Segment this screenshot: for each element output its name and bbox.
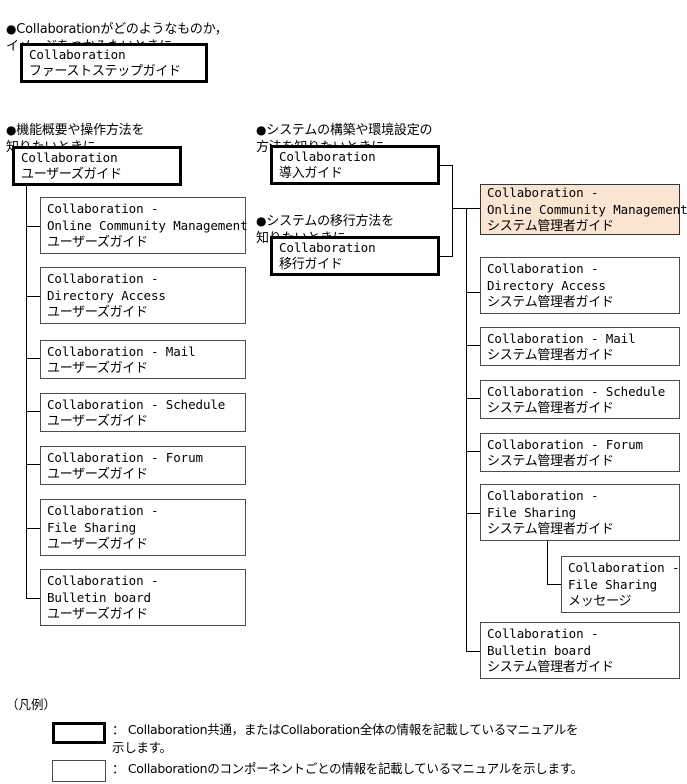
legend-swatch-bold bbox=[52, 722, 106, 744]
connector-right-branch-4 bbox=[466, 398, 480, 399]
box-line-3: システム管理者ガイド bbox=[487, 660, 614, 675]
connector-left-branch-4 bbox=[26, 411, 40, 412]
connector-file-sharing-sub-vertical bbox=[547, 541, 548, 585]
box-line-1: Collaboration bbox=[279, 240, 376, 255]
box-line-1: Collaboration - bbox=[47, 271, 159, 286]
box-line-2: Bulletin board bbox=[487, 643, 591, 658]
box-file-sharing-message[interactable]: Collaboration - File Sharing メッセージ bbox=[561, 556, 680, 613]
connector-migration-out bbox=[440, 256, 453, 257]
box-intro-guide[interactable]: Collaboration 導入ガイド bbox=[270, 145, 440, 185]
connector-merge-to-trunk bbox=[452, 208, 466, 209]
box-admin-directory-access[interactable]: Collaboration - Directory Access システム管理者… bbox=[480, 257, 680, 314]
legend-swatch-thin bbox=[52, 760, 106, 782]
box-line-1: Collaboration - bbox=[487, 626, 599, 641]
box-first-step-guide[interactable]: Collaboration ファーストステップガイド bbox=[20, 43, 208, 83]
box-line-1: Collaboration - bbox=[47, 201, 159, 216]
box-user-directory-access[interactable]: Collaboration - Directory Access ユーザーズガイ… bbox=[40, 267, 246, 324]
box-line-3: ユーザーズガイド bbox=[47, 537, 148, 552]
box-admin-schedule[interactable]: Collaboration - Schedule システム管理者ガイド bbox=[480, 380, 680, 419]
connector-file-sharing-sub-horizontal bbox=[547, 584, 561, 585]
bullet-icon: ● bbox=[6, 22, 17, 36]
box-line-2: File Sharing bbox=[487, 505, 577, 520]
box-line-1: Collaboration - Schedule bbox=[487, 383, 666, 399]
box-line-3: ユーザーズガイド bbox=[47, 235, 148, 250]
box-line-2: Online Community Management bbox=[487, 202, 687, 217]
box-line-2: Bulletin board bbox=[47, 590, 151, 605]
connector-left-branch-2 bbox=[26, 296, 40, 297]
legend-entry-thin-text: ： Collaborationのコンポーネントごとの情報を記載しているマニュアル… bbox=[112, 761, 583, 776]
box-line-1: Collaboration - Forum bbox=[487, 436, 643, 452]
box-line-2: 導入ガイド bbox=[279, 166, 343, 181]
connector-intro-out bbox=[440, 165, 453, 166]
box-line-1: Collaboration - Mail bbox=[47, 343, 196, 359]
box-line-3: ユーザーズガイド bbox=[47, 607, 148, 622]
box-migration-guide[interactable]: Collaboration 移行ガイド bbox=[270, 236, 440, 276]
box-line-1: Collaboration - bbox=[487, 488, 599, 503]
box-line-2: ユーザーズガイド bbox=[47, 466, 148, 482]
box-line-2: ユーザーズガイド bbox=[47, 360, 148, 376]
connector-right-branch-1 bbox=[466, 208, 480, 209]
box-user-forum[interactable]: Collaboration - Forum ユーザーズガイド bbox=[40, 446, 246, 485]
box-line-2: Directory Access bbox=[487, 278, 606, 293]
box-line-1: Collaboration - bbox=[47, 573, 159, 588]
box-admin-file-sharing[interactable]: Collaboration - File Sharing システム管理者ガイド bbox=[480, 484, 680, 541]
connector-merge-vertical bbox=[452, 165, 453, 257]
connector-right-branch-2 bbox=[466, 292, 480, 293]
box-line-3: システム管理者ガイド bbox=[487, 219, 614, 234]
box-line-2: システム管理者ガイド bbox=[487, 453, 614, 469]
box-line-2: Online Community Management bbox=[47, 218, 248, 233]
box-users-guide[interactable]: Collaboration ユーザーズガイド bbox=[12, 146, 182, 186]
bullet-icon: ● bbox=[6, 123, 17, 137]
box-line-3: システム管理者ガイド bbox=[487, 522, 614, 537]
box-user-bulletin-board[interactable]: Collaboration - Bulletin board ユーザーズガイド bbox=[40, 569, 246, 626]
box-user-online-community-management[interactable]: Collaboration - Online Community Managem… bbox=[40, 197, 248, 254]
box-line-1: Collaboration - bbox=[487, 185, 599, 200]
box-line-1: Collaboration - Mail bbox=[487, 330, 636, 346]
box-line-1: Collaboration - bbox=[487, 261, 599, 276]
box-line-2: ファーストステップガイド bbox=[29, 64, 181, 79]
connector-right-trunk bbox=[466, 208, 467, 651]
box-line-2: File Sharing bbox=[568, 577, 658, 592]
box-user-mail[interactable]: Collaboration - Mail ユーザーズガイド bbox=[40, 340, 246, 379]
box-line-1: Collaboration bbox=[279, 149, 376, 164]
box-line-3: システム管理者ガイド bbox=[487, 295, 614, 310]
bullet-icon: ● bbox=[256, 123, 267, 137]
connector-right-branch-6 bbox=[466, 513, 480, 514]
box-admin-forum[interactable]: Collaboration - Forum システム管理者ガイド bbox=[480, 433, 680, 472]
connector-left-branch-6 bbox=[26, 528, 40, 529]
box-user-schedule[interactable]: Collaboration - Schedule ユーザーズガイド bbox=[40, 393, 246, 432]
box-line-1: Collaboration - Forum bbox=[47, 449, 203, 465]
box-user-file-sharing[interactable]: Collaboration - File Sharing ユーザーズガイド bbox=[40, 499, 246, 556]
connector-right-branch-7 bbox=[466, 651, 480, 652]
connector-right-branch-3 bbox=[466, 345, 480, 346]
box-line-1: Collaboration - bbox=[47, 503, 159, 518]
box-line-2: ユーザーズガイド bbox=[47, 413, 148, 429]
box-line-1: Collaboration - bbox=[568, 560, 680, 575]
box-admin-online-community-management[interactable]: Collaboration - Online Community Managem… bbox=[480, 184, 687, 235]
box-line-3: ユーザーズガイド bbox=[47, 305, 148, 320]
box-admin-mail[interactable]: Collaboration - Mail システム管理者ガイド bbox=[480, 327, 680, 366]
connector-left-branch-5 bbox=[26, 464, 40, 465]
box-line-2: 移行ガイド bbox=[279, 257, 343, 272]
box-line-2: ユーザーズガイド bbox=[21, 167, 122, 182]
connector-left-branch-1 bbox=[26, 226, 40, 227]
box-line-2: システム管理者ガイド bbox=[487, 400, 614, 416]
bullet-icon: ● bbox=[256, 214, 267, 228]
box-line-1: Collaboration bbox=[21, 150, 118, 165]
legend-title: （凡例） bbox=[6, 697, 57, 712]
box-admin-bulletin-board[interactable]: Collaboration - Bulletin board システム管理者ガイ… bbox=[480, 622, 680, 679]
box-line-1: Collaboration bbox=[29, 47, 126, 62]
connector-left-trunk bbox=[26, 186, 27, 598]
connector-right-branch-5 bbox=[466, 451, 480, 452]
box-line-2: システム管理者ガイド bbox=[487, 347, 614, 363]
box-line-2: File Sharing bbox=[47, 520, 137, 535]
connector-left-branch-3 bbox=[26, 358, 40, 359]
box-line-2: Directory Access bbox=[47, 288, 166, 303]
box-line-3: メッセージ bbox=[568, 594, 632, 609]
box-line-1: Collaboration - Schedule bbox=[47, 396, 226, 412]
connector-left-branch-7 bbox=[26, 598, 40, 599]
legend-entry-bold-text: ： Collaboration共通，またはCollaboration全体の情報を… bbox=[112, 722, 579, 755]
